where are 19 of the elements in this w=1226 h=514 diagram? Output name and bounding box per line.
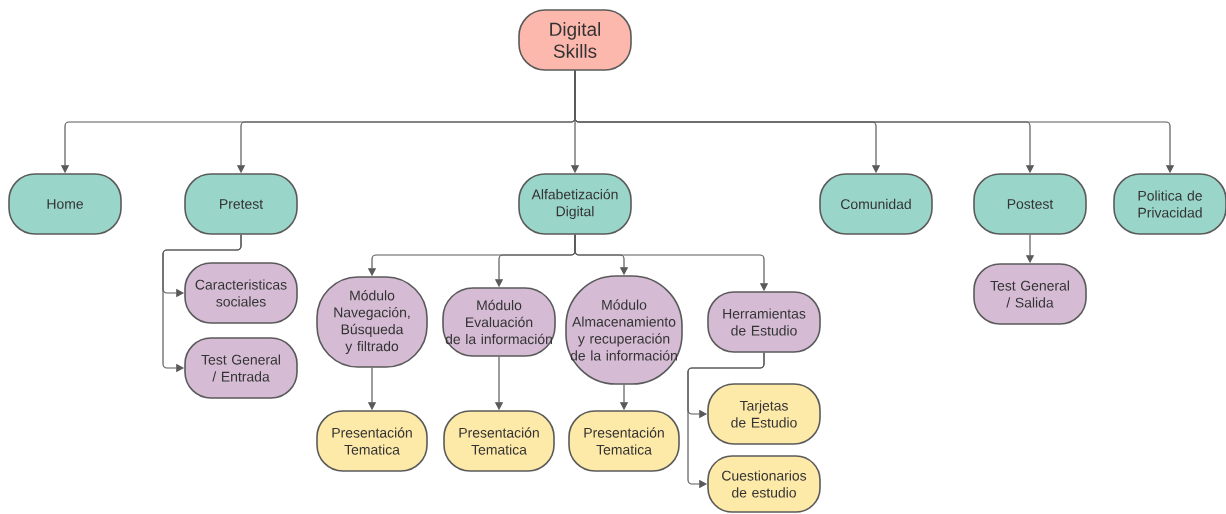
rounded-box: Digital Skills [518, 9, 632, 71]
rounded-box: Módulo Evaluación de la información [442, 287, 556, 357]
rounded-box: Postest [973, 173, 1087, 235]
rounded-box: Politica de Privacidad [1113, 173, 1226, 235]
rounded-box: Test General / Salida [973, 263, 1087, 325]
rounded-box: Caracteristicas sociales [184, 262, 298, 324]
rounded-box: Presentación Tematica [568, 410, 680, 472]
rounded-box: Test General / Entrada [184, 337, 298, 399]
rounded-box: Alfabetización Digital [518, 173, 632, 235]
rounded-box: Cuestionarios de estudio [707, 455, 821, 513]
rounded-box: Herramientas de Estudio [707, 291, 821, 353]
rounded-box: Home [8, 173, 122, 235]
rounded-box: Presentación Tematica [316, 410, 428, 472]
rounded-box: Módulo Navegación, Búsqueda y filtrado [316, 276, 428, 368]
rounded-box: Tarjetas de Estudio [707, 383, 821, 445]
rounded-box: Comunidad [819, 173, 933, 235]
rounded-box: Pretest [184, 173, 298, 235]
rounded-box: Presentación Tematica [443, 410, 555, 472]
rounded-box: Módulo Almacenamiento y recuperación de la información [565, 275, 683, 385]
